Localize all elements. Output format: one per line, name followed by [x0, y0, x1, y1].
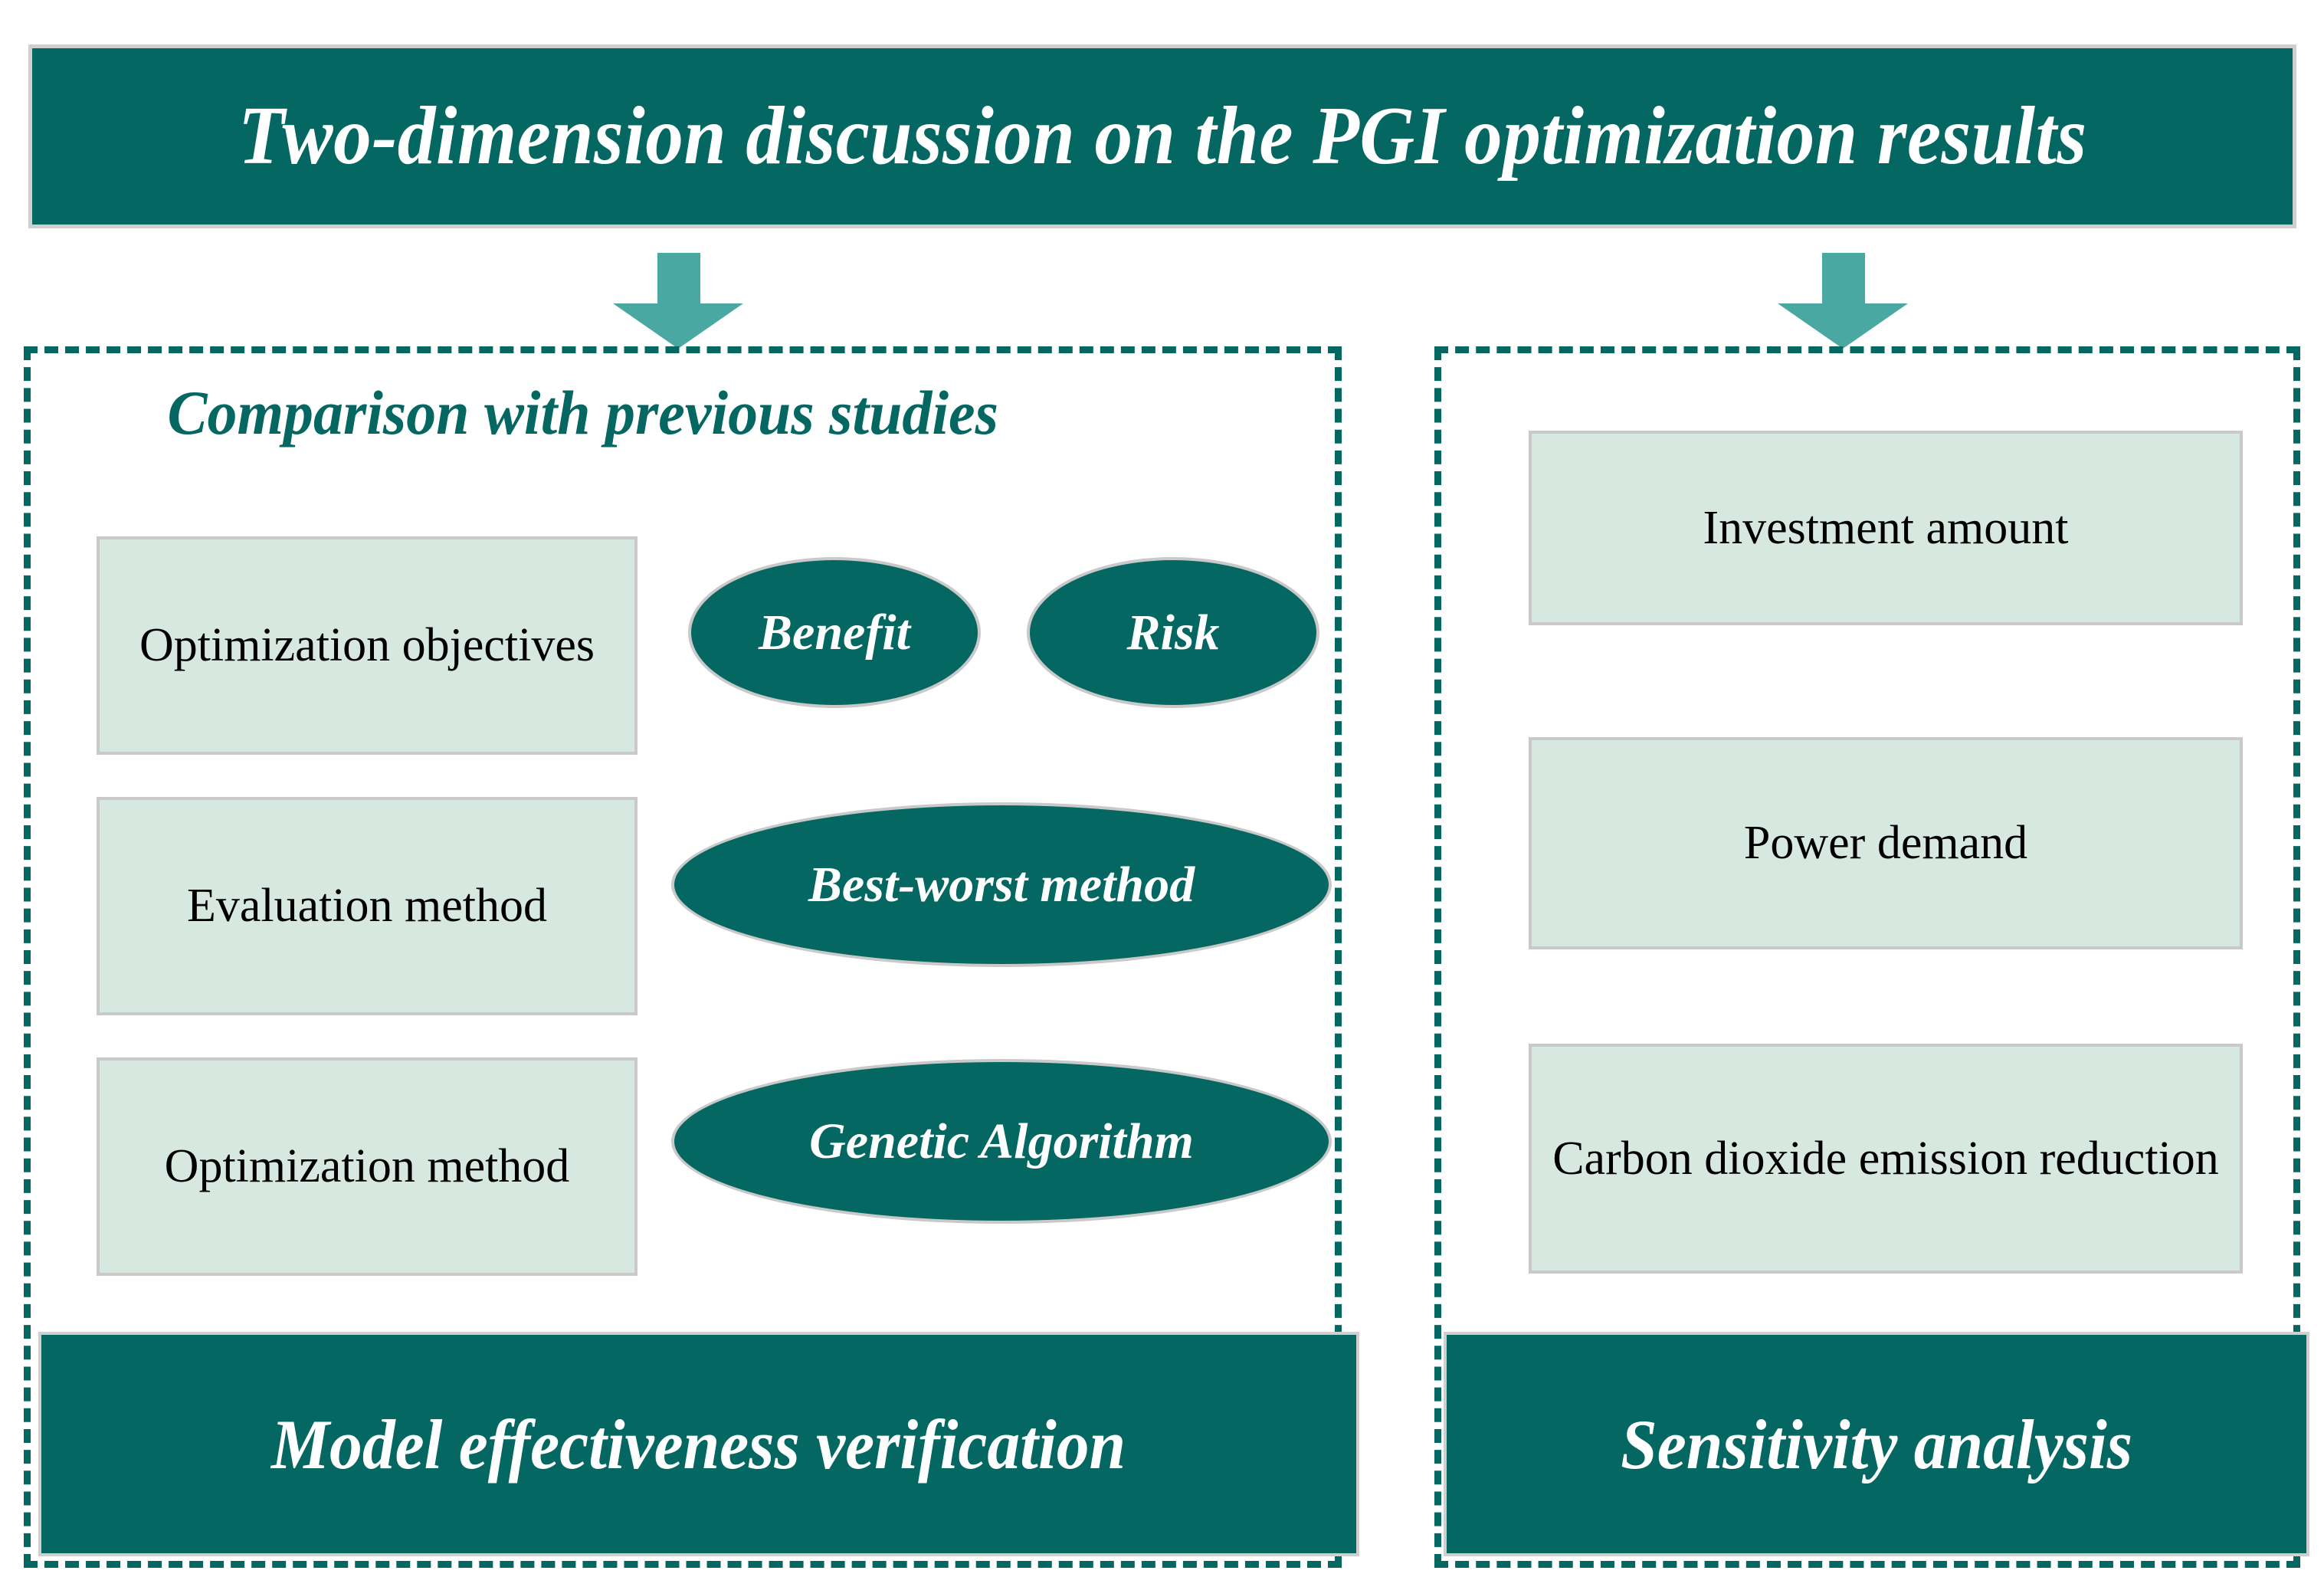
ellipse-genetic-algorithm: Genetic Algorithm [671, 1059, 1332, 1224]
factor-box-investment-amount: Investment amount [1529, 431, 2243, 625]
factor-box-power-demand: Power demand [1529, 737, 2243, 949]
left-panel-title: Comparison with previous studies [167, 378, 998, 448]
criteria-box-optimization-method: Optimization method [97, 1057, 638, 1276]
arrow-shaft [657, 253, 700, 308]
banner-label: Sensitivity analysis [1621, 1405, 2132, 1484]
header-banner: Two-dimension discussion on the PGI opti… [32, 48, 2293, 225]
criteria-box-evaluation-method: Evaluation method [97, 797, 638, 1015]
right-dashed-panel [1434, 346, 2300, 1568]
banner-label: Model effectiveness verification [271, 1405, 1126, 1484]
page-title: Two-dimension discussion on the PGI opti… [238, 90, 2087, 182]
banner-sensitivity-analysis: Sensitivity analysis [1447, 1335, 2306, 1553]
down-arrow-left-icon [613, 253, 743, 349]
left-dashed-panel [24, 346, 1342, 1568]
factor-box-carbon-dioxide-emission-reduction: Carbon dioxide emission reduction [1529, 1044, 2243, 1274]
down-arrow-right-icon [1778, 253, 1908, 349]
criteria-box-optimization-objectives: Optimization objectives [97, 536, 638, 755]
arrow-head [613, 303, 743, 349]
arrow-head [1778, 303, 1908, 349]
arrow-shaft [1822, 253, 1865, 308]
ellipse-best-worst-method: Best-worst method [671, 802, 1332, 967]
banner-model-effectiveness-verification: Model effectiveness verification [41, 1335, 1356, 1553]
ellipse-benefit: Benefit [688, 557, 981, 708]
ellipse-risk: Risk [1027, 557, 1319, 708]
